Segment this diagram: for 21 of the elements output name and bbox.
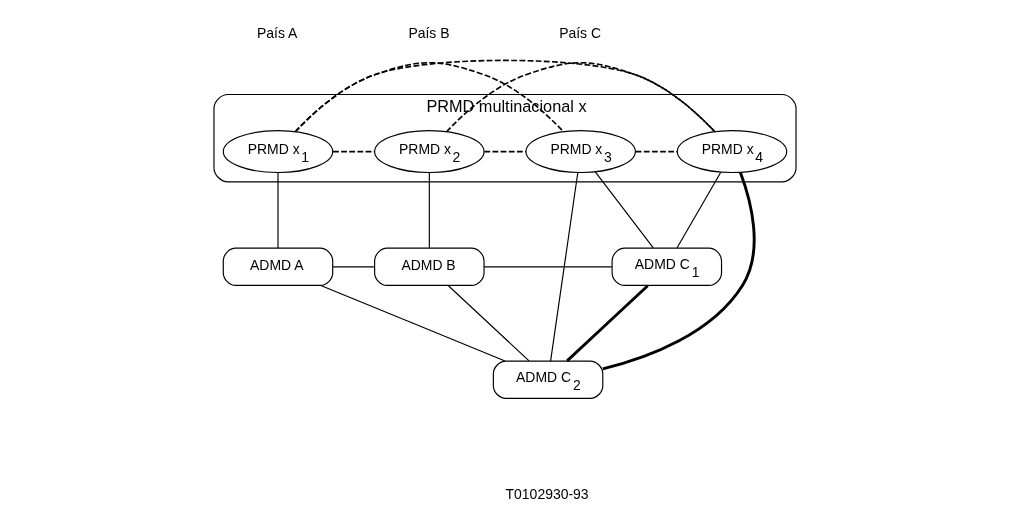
label: País C: [559, 24, 602, 41]
label: País A: [257, 24, 298, 41]
node-box: ADMD A: [222, 247, 334, 287]
connector: [566, 284, 649, 362]
connector: [320, 284, 506, 362]
connector: [483, 266, 613, 268]
node-box: ADMD B: [374, 247, 485, 287]
connector: [428, 172, 430, 249]
connector: [676, 171, 722, 249]
connector: [602, 172, 756, 371]
label: T0102930-93: [505, 485, 589, 502]
connector: [294, 59, 716, 133]
label: País B: [408, 24, 450, 41]
connector: [277, 172, 279, 249]
connector: [550, 172, 579, 362]
connector: [445, 61, 716, 133]
connector: [332, 266, 375, 268]
connector: [483, 150, 527, 153]
connector: [594, 171, 654, 249]
connector: [634, 150, 678, 153]
connector: [447, 285, 530, 362]
